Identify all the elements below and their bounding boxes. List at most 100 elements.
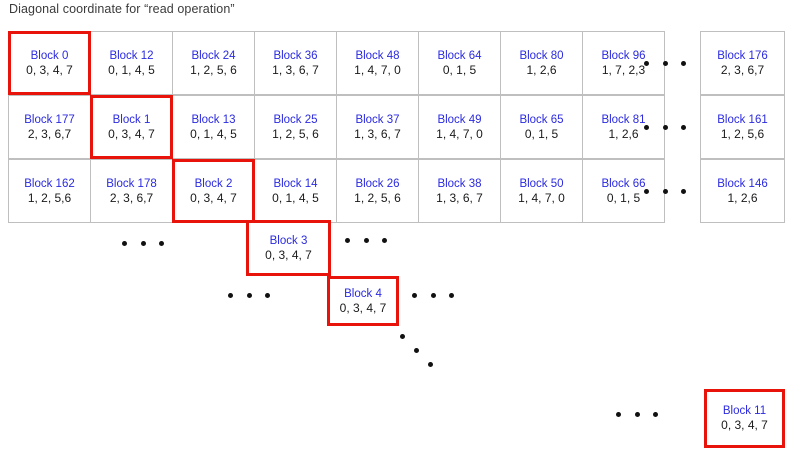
- block-label: Block 11: [722, 405, 767, 418]
- diagonal-cell-block-3[interactable]: Block 3 0, 3, 4, 7: [246, 220, 331, 276]
- block-values: 0, 1, 4, 5: [108, 62, 155, 77]
- block-values: 0, 1, 5: [524, 126, 559, 141]
- block-label: Block 14: [273, 177, 318, 190]
- block-label: Block 48: [355, 49, 400, 62]
- ellipsis-row-2-gap: [644, 189, 686, 194]
- grid-cell-block-48[interactable]: Block 48 1, 4, 7, 0: [336, 31, 419, 95]
- block-label: Block 4: [344, 287, 382, 300]
- block-values: 1, 4, 7, 0: [518, 190, 565, 205]
- block-values: 0, 1, 5: [442, 62, 477, 77]
- block-label: Block 12: [109, 49, 154, 62]
- block-values: 2, 3, 6,7: [109, 190, 154, 205]
- block-label: Block 38: [437, 177, 482, 190]
- block-label: Block 81: [601, 113, 646, 126]
- grid-cell-block-176[interactable]: Block 176 2, 3, 6,7: [700, 31, 785, 95]
- grid-cell-block-24[interactable]: Block 24 1, 2, 5, 6: [172, 31, 255, 95]
- block-values: 1, 2, 5,6: [720, 126, 765, 141]
- ellipsis-descending-dot-1: [400, 334, 405, 339]
- block-label: Block 162: [24, 177, 75, 190]
- ellipsis-block4-right: [412, 293, 454, 298]
- grid-cell-block-146[interactable]: Block 146 1, 2,6: [700, 159, 785, 223]
- block-values: 1, 3, 6, 7: [436, 190, 483, 205]
- block-values: 1, 3, 6, 7: [354, 126, 401, 141]
- block-values: 1, 4, 7, 0: [436, 126, 483, 141]
- ellipsis-descending-dot-3: [428, 362, 433, 367]
- ellipsis-row-0-gap: [644, 61, 686, 66]
- block-values: 0, 3, 4, 7: [265, 247, 312, 262]
- grid-cell-block-161[interactable]: Block 161 1, 2, 5,6: [700, 95, 785, 159]
- block-values: 0, 1, 4, 5: [190, 126, 237, 141]
- grid-cell-block-64[interactable]: Block 64 0, 1, 5: [418, 31, 501, 95]
- block-label: Block 146: [717, 177, 768, 190]
- block-values: 1, 2, 5, 6: [190, 62, 237, 77]
- block-values: 0, 3, 4, 7: [190, 190, 237, 205]
- block-values: 1, 2, 5, 6: [272, 126, 319, 141]
- block-label: Block 0: [30, 49, 69, 62]
- grid-cell-block-50[interactable]: Block 50 1, 4, 7, 0: [500, 159, 583, 223]
- grid-cell-block-0[interactable]: Block 0 0, 3, 4, 7: [8, 31, 91, 95]
- grid-cell-block-26[interactable]: Block 26 1, 2, 5, 6: [336, 159, 419, 223]
- grid-cell-block-65[interactable]: Block 65 0, 1, 5: [500, 95, 583, 159]
- grid-cell-block-162[interactable]: Block 162 1, 2, 5,6: [8, 159, 91, 223]
- block-values: 0, 3, 4, 7: [26, 62, 73, 77]
- grid-cell-block-38[interactable]: Block 38 1, 3, 6, 7: [418, 159, 501, 223]
- block-values: 1, 4, 7, 0: [354, 62, 401, 77]
- block-label: Block 13: [191, 113, 236, 126]
- block-label: Block 36: [273, 49, 318, 62]
- grid-cell-block-66[interactable]: Block 66 0, 1, 5: [582, 159, 665, 223]
- block-label: Block 96: [601, 49, 646, 62]
- block-values: 1, 2,6: [608, 126, 639, 141]
- grid-cell-block-96[interactable]: Block 96 1, 7, 2,3: [582, 31, 665, 95]
- block-values: 2, 3, 6,7: [720, 62, 765, 77]
- grid-cell-block-12[interactable]: Block 12 0, 1, 4, 5: [90, 31, 173, 95]
- block-values: 0, 3, 4, 7: [721, 418, 768, 433]
- grid-cell-block-80[interactable]: Block 80 1, 2,6: [500, 31, 583, 95]
- block-label: Block 65: [519, 113, 564, 126]
- block-label: Block 50: [519, 177, 564, 190]
- ellipsis-block3-right: [345, 238, 387, 243]
- block-values: 1, 2, 5, 6: [354, 190, 401, 205]
- grid-cell-block-13[interactable]: Block 13 0, 1, 4, 5: [172, 95, 255, 159]
- block-label: Block 64: [437, 49, 482, 62]
- block-values: 0, 1, 4, 5: [272, 190, 319, 205]
- block-label: Block 177: [24, 113, 75, 126]
- diagonal-cell-block-4[interactable]: Block 4 0, 3, 4, 7: [327, 276, 399, 326]
- grid-cell-block-178[interactable]: Block 178 2, 3, 6,7: [90, 159, 173, 223]
- block-label: Block 66: [601, 177, 646, 190]
- grid-cell-block-2[interactable]: Block 2 0, 3, 4, 7: [172, 159, 255, 223]
- block-label: Block 80: [519, 49, 564, 62]
- ellipsis-descending-dot-2: [414, 348, 419, 353]
- grid-cell-block-1[interactable]: Block 1 0, 3, 4, 7: [90, 95, 173, 159]
- block-values: 1, 7, 2,3: [601, 62, 646, 77]
- block-values: 1, 2,6: [526, 62, 557, 77]
- ellipsis-block11-left: [616, 412, 658, 417]
- block-values: 0, 3, 4, 7: [339, 300, 387, 315]
- block-label: Block 178: [106, 177, 157, 190]
- block-values: 1, 2,6: [727, 190, 758, 205]
- block-label: Block 1: [112, 113, 151, 126]
- block-values: 1, 2, 5,6: [27, 190, 72, 205]
- block-label: Block 3: [269, 234, 308, 247]
- block-values: 2, 3, 6,7: [27, 126, 72, 141]
- ellipsis-block4-left: [228, 293, 270, 298]
- grid-cell-block-37[interactable]: Block 37 1, 3, 6, 7: [336, 95, 419, 159]
- block-label: Block 26: [355, 177, 400, 190]
- grid-cell-block-177[interactable]: Block 177 2, 3, 6,7: [8, 95, 91, 159]
- block-label: Block 25: [273, 113, 318, 126]
- block-label: Block 161: [717, 113, 768, 126]
- block-values: 1, 3, 6, 7: [272, 62, 319, 77]
- grid-cell-block-36[interactable]: Block 36 1, 3, 6, 7: [254, 31, 337, 95]
- block-label: Block 24: [191, 49, 236, 62]
- block-values: 0, 1, 5: [606, 190, 641, 205]
- diagonal-cell-block-11[interactable]: Block 11 0, 3, 4, 7: [704, 389, 785, 448]
- grid-cell-block-49[interactable]: Block 49 1, 4, 7, 0: [418, 95, 501, 159]
- block-label: Block 37: [355, 113, 400, 126]
- block-label: Block 176: [717, 49, 768, 62]
- ellipsis-below-row2-left: [122, 241, 164, 246]
- block-label: Block 2: [194, 177, 233, 190]
- block-values: 0, 3, 4, 7: [108, 126, 155, 141]
- grid-cell-block-14[interactable]: Block 14 0, 1, 4, 5: [254, 159, 337, 223]
- grid-cell-block-25[interactable]: Block 25 1, 2, 5, 6: [254, 95, 337, 159]
- block-label: Block 49: [437, 113, 482, 126]
